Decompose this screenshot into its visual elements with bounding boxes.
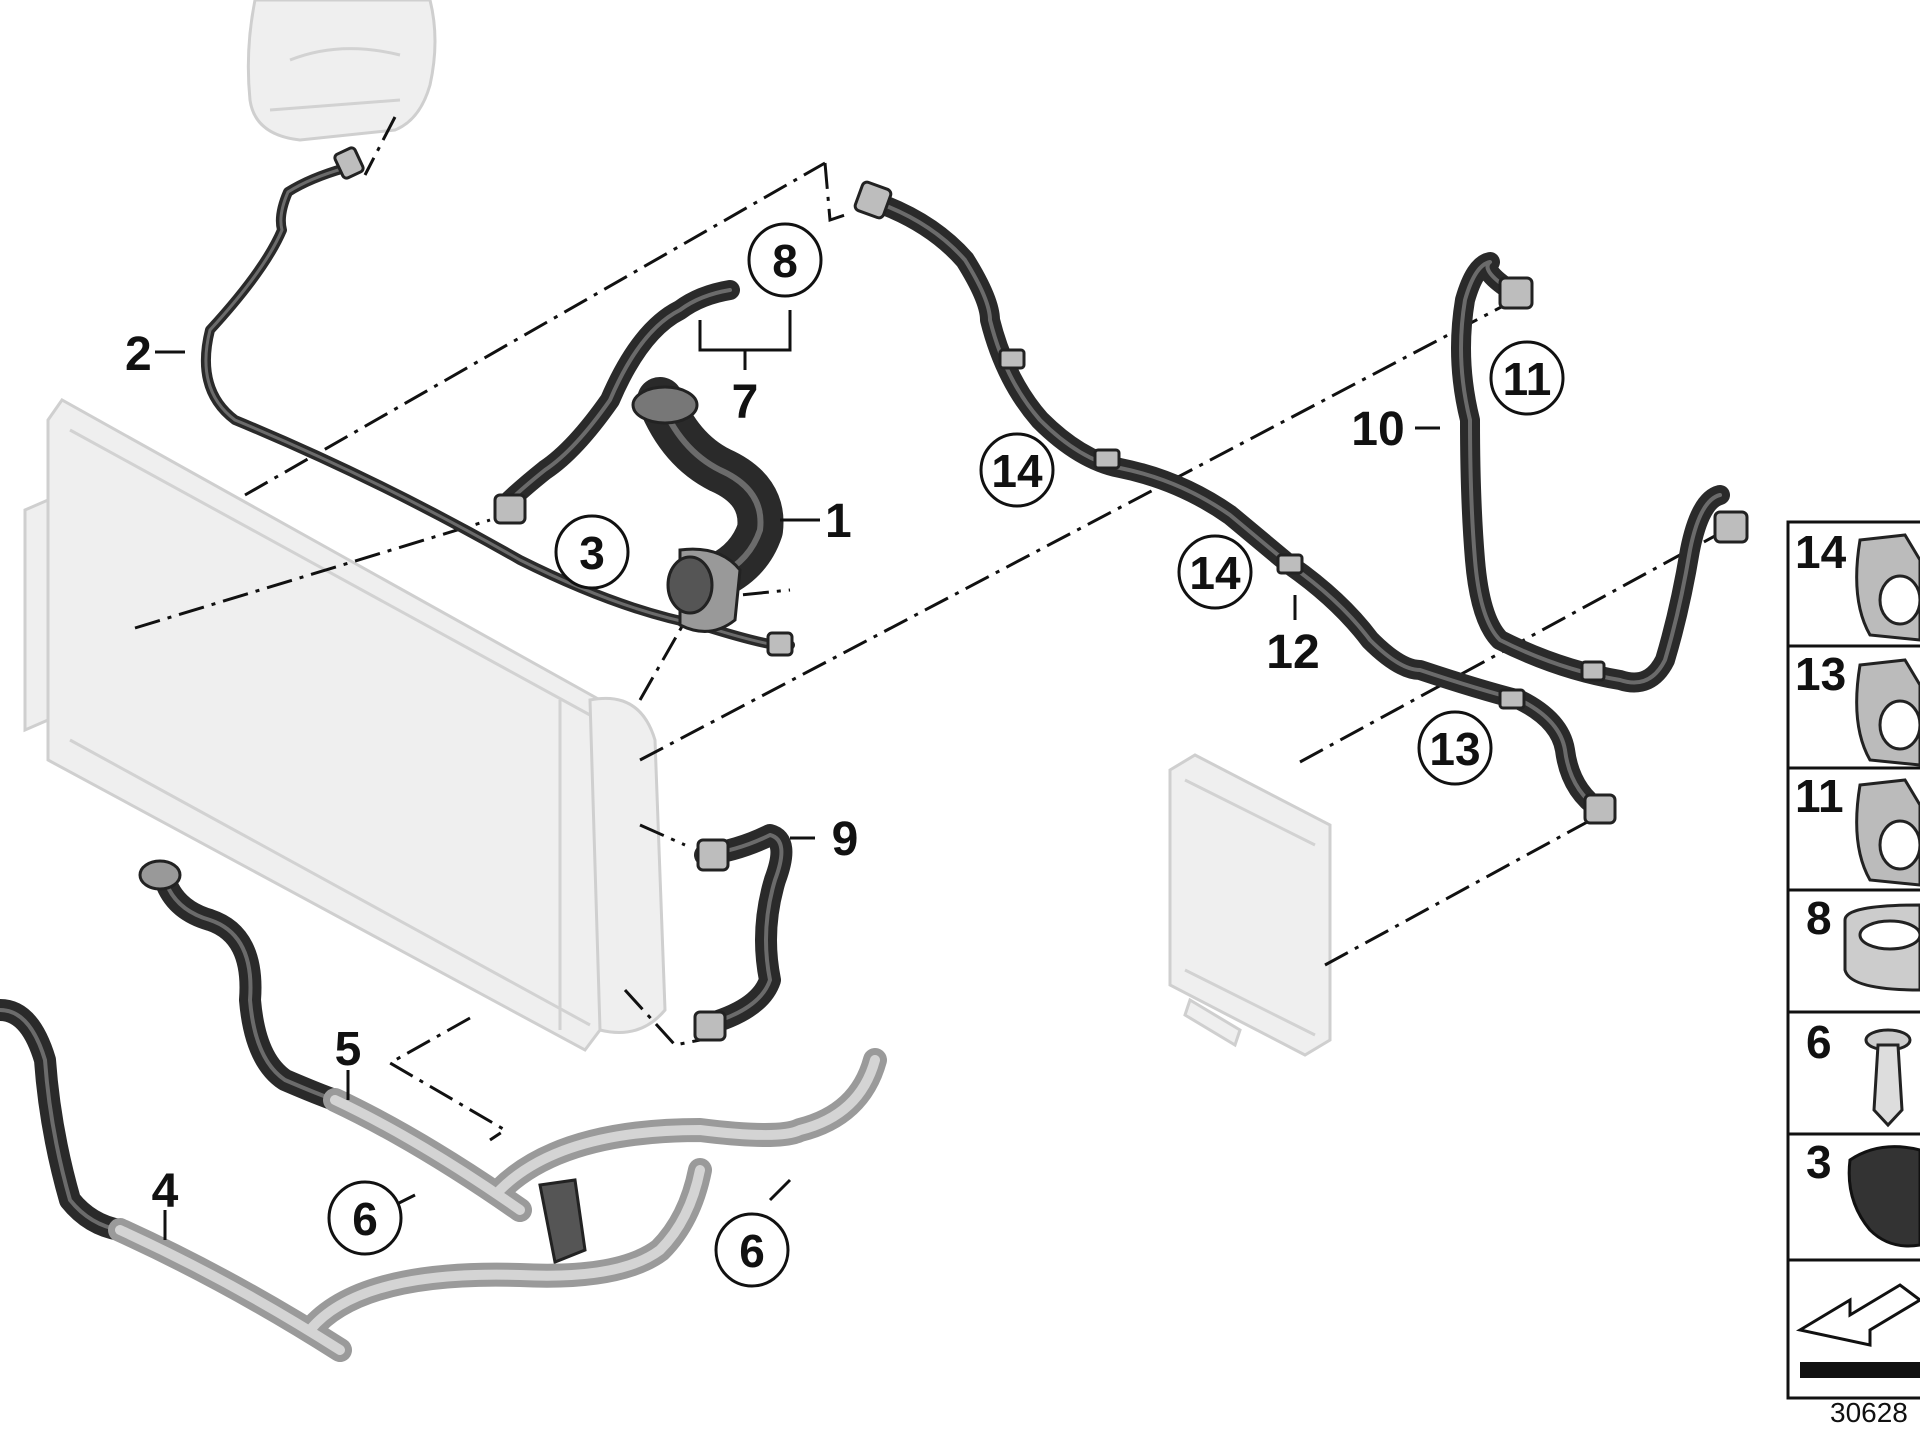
expanding-rivet-6-icon xyxy=(1864,1028,1912,1128)
legend-label-11: 11 xyxy=(1795,770,1844,822)
callout-5: 5 xyxy=(335,1023,362,1076)
part-8-hose xyxy=(493,280,740,525)
callout-14a: 14 xyxy=(991,445,1043,497)
part-10-hose xyxy=(1451,252,1749,693)
callout-9: 9 xyxy=(832,813,859,866)
callout-6b: 6 xyxy=(739,1225,765,1277)
view-direction-arrow-icon xyxy=(1795,1283,1920,1378)
legend-label-14: 14 xyxy=(1795,526,1847,578)
part-1-upper-hose xyxy=(631,377,784,633)
callouts: 1 2 3 4 5 6 6 7 8 9 10 11 12 13 14 14 xyxy=(125,222,1565,1288)
legend-label-8: 8 xyxy=(1806,892,1832,944)
part-4-hose-pipe xyxy=(0,999,712,1362)
part-14-long-hose xyxy=(853,180,1617,825)
clamp-13-icon xyxy=(1855,658,1920,767)
legend-label-6: 6 xyxy=(1806,1016,1832,1068)
expansion-tank-ghost xyxy=(246,0,437,142)
callout-14b: 14 xyxy=(1189,547,1241,599)
callout-10: 10 xyxy=(1351,403,1404,456)
leader-lines xyxy=(155,310,1440,1240)
callout-1: 1 xyxy=(825,495,852,548)
part-5-hose-pipe xyxy=(138,859,887,1265)
band-clamp-8-icon xyxy=(1843,903,1920,992)
bracket-3-icon xyxy=(1847,1145,1920,1248)
callout-8: 8 xyxy=(772,235,798,287)
callout-12: 12 xyxy=(1266,626,1319,679)
legend-label-3: 3 xyxy=(1806,1136,1832,1188)
callout-13: 13 xyxy=(1429,723,1480,775)
radiator-ghost xyxy=(23,398,667,1052)
clamp-14-icon xyxy=(1855,533,1920,642)
legend-label-13: 13 xyxy=(1795,648,1846,700)
parts-legend: 14 13 11 8 6 3 xyxy=(1786,520,1920,1400)
callout-11: 11 xyxy=(1503,353,1552,405)
callout-2: 2 xyxy=(125,328,152,381)
drawing-number: 30628 xyxy=(1830,1397,1908,1428)
auxiliary-cooler-ghost xyxy=(1168,753,1332,1057)
callout-3: 3 xyxy=(579,527,605,579)
callout-6a: 6 xyxy=(352,1193,378,1245)
callout-4: 4 xyxy=(152,1165,179,1218)
part-9-hose xyxy=(693,824,793,1042)
callout-7: 7 xyxy=(732,376,759,429)
part-2-vent-hose xyxy=(200,146,795,657)
clamp-11-icon xyxy=(1855,778,1920,887)
